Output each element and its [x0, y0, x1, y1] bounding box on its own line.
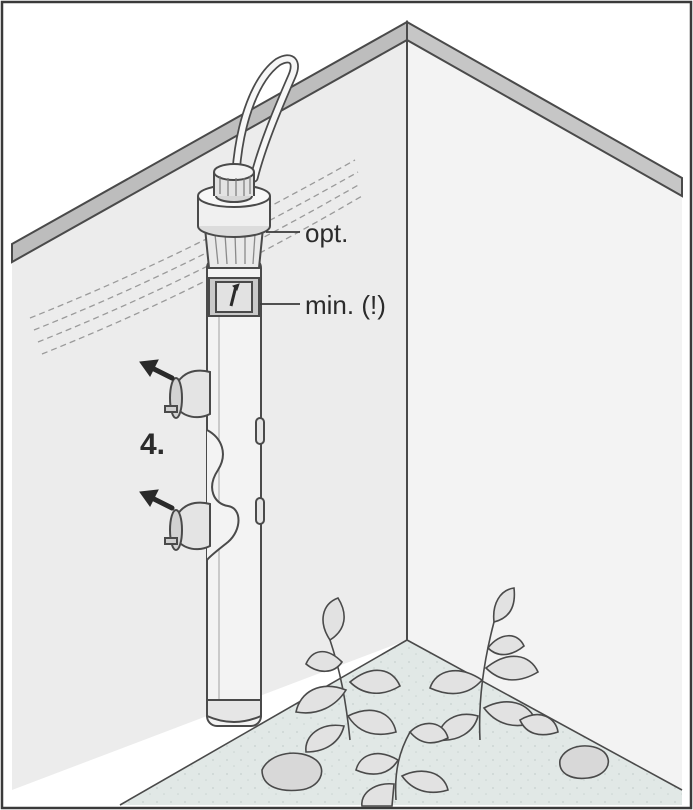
- arrow-icon: [139, 359, 175, 511]
- water-surface-ripples: [29, 159, 363, 355]
- min-label: min. (!): [305, 290, 386, 320]
- aquatic-plant-icon: [261, 587, 610, 807]
- suction-cup-icon: [164, 369, 211, 551]
- opt-label: opt.: [305, 218, 348, 248]
- aquarium-heater-icon: [197, 163, 271, 727]
- step-number: 4.: [140, 428, 165, 461]
